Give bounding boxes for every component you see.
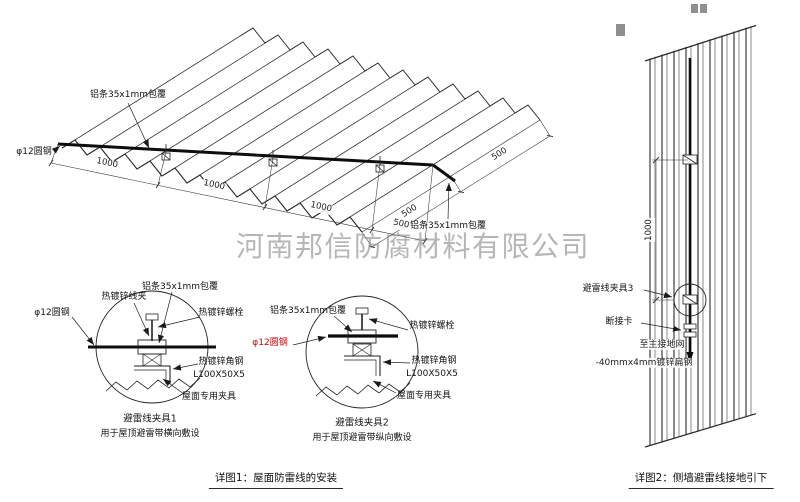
wall-clamp-label: 避雷线夹具3: [582, 283, 634, 294]
roof-leader-lines: [51, 102, 452, 220]
roof-alu-label-top: 铝条35x1mm包覆: [89, 89, 167, 100]
detail2-angle-spec-label: L100X50X5: [406, 368, 458, 379]
stamp-mark: [691, 4, 698, 13]
roof-corrugation: [61, 27, 541, 233]
wall-to-ground-label: 至主接地网: [638, 339, 686, 351]
detail-1-leaders: [71, 291, 201, 395]
detail1-angle-steel-label: 热镀锌角钢: [198, 356, 244, 367]
wall-disconnect-label: 断接卡: [605, 316, 633, 327]
wall-down-conductor: [686, 58, 694, 363]
detail2-fixture-label: 屋面专用夹具: [396, 390, 452, 401]
detail1-angle-spec-label: L100X50X5: [193, 369, 245, 380]
disconnect-link: [683, 323, 697, 330]
roof-alu-label-right: 铝条35x1mm包覆: [409, 220, 487, 231]
wall-dim-1000: 1000: [644, 218, 655, 242]
roof-lightning-wire: [57, 142, 456, 183]
detail2-angle-steel-label: 热镀锌角钢: [411, 355, 457, 366]
detail1-bolt-label: 热镀锌螺栓: [198, 307, 244, 318]
ground-arrow: [686, 352, 694, 363]
detail1-clip-label: 热镀锌线夹: [101, 291, 147, 302]
detail1-round-steel-label: φ12圆钢: [34, 307, 70, 318]
wall-leader-lines: [640, 289, 682, 332]
detail-1-drawing: [88, 290, 216, 404]
detail-2-drawing: [305, 295, 419, 409]
lightning-wire: [57, 142, 434, 167]
detail2-subtitle: 用于屋顶避雷带纵向敷设: [312, 432, 412, 443]
detail1-fixture-label: 屋面专用夹具: [181, 391, 237, 402]
lightning-wire-bend: [432, 163, 456, 183]
detail1-alu-label: 铝条35x1mm包覆: [141, 281, 219, 292]
caption-detail-1: 详图1：屋面防雷线的安装: [208, 470, 344, 489]
wall-corrugation: [649, 26, 752, 446]
detail1-title: 避雷线夹具1: [123, 413, 177, 425]
detail2-round-steel-label: φ12圆钢: [252, 337, 288, 348]
wall-dimension-lines: [652, 156, 688, 304]
detail-2-circle: [305, 295, 419, 409]
stamp-mark: [616, 24, 625, 36]
detail1-subtitle: 用于屋顶避雷带横向敷设: [100, 428, 200, 439]
detail2-title: 避雷线夹具2: [335, 417, 389, 429]
detail-2-leaders: [292, 315, 411, 394]
roof-round-steel-label: φ12圆钢: [16, 146, 52, 157]
caption-detail-2: 详图2：侧墙避雷线接地引下: [628, 470, 774, 489]
detail2-bolt-label: 热镀锌螺栓: [409, 320, 455, 331]
detail2-alu-label: 铝条35x1mm包覆: [269, 305, 347, 316]
wall-edges: [644, 24, 757, 448]
stamp-mark: [700, 4, 707, 13]
stamp-marks: [616, 4, 707, 36]
wall-flat-steel-label: -40mmx4mm镀锌扁钢: [594, 357, 694, 369]
